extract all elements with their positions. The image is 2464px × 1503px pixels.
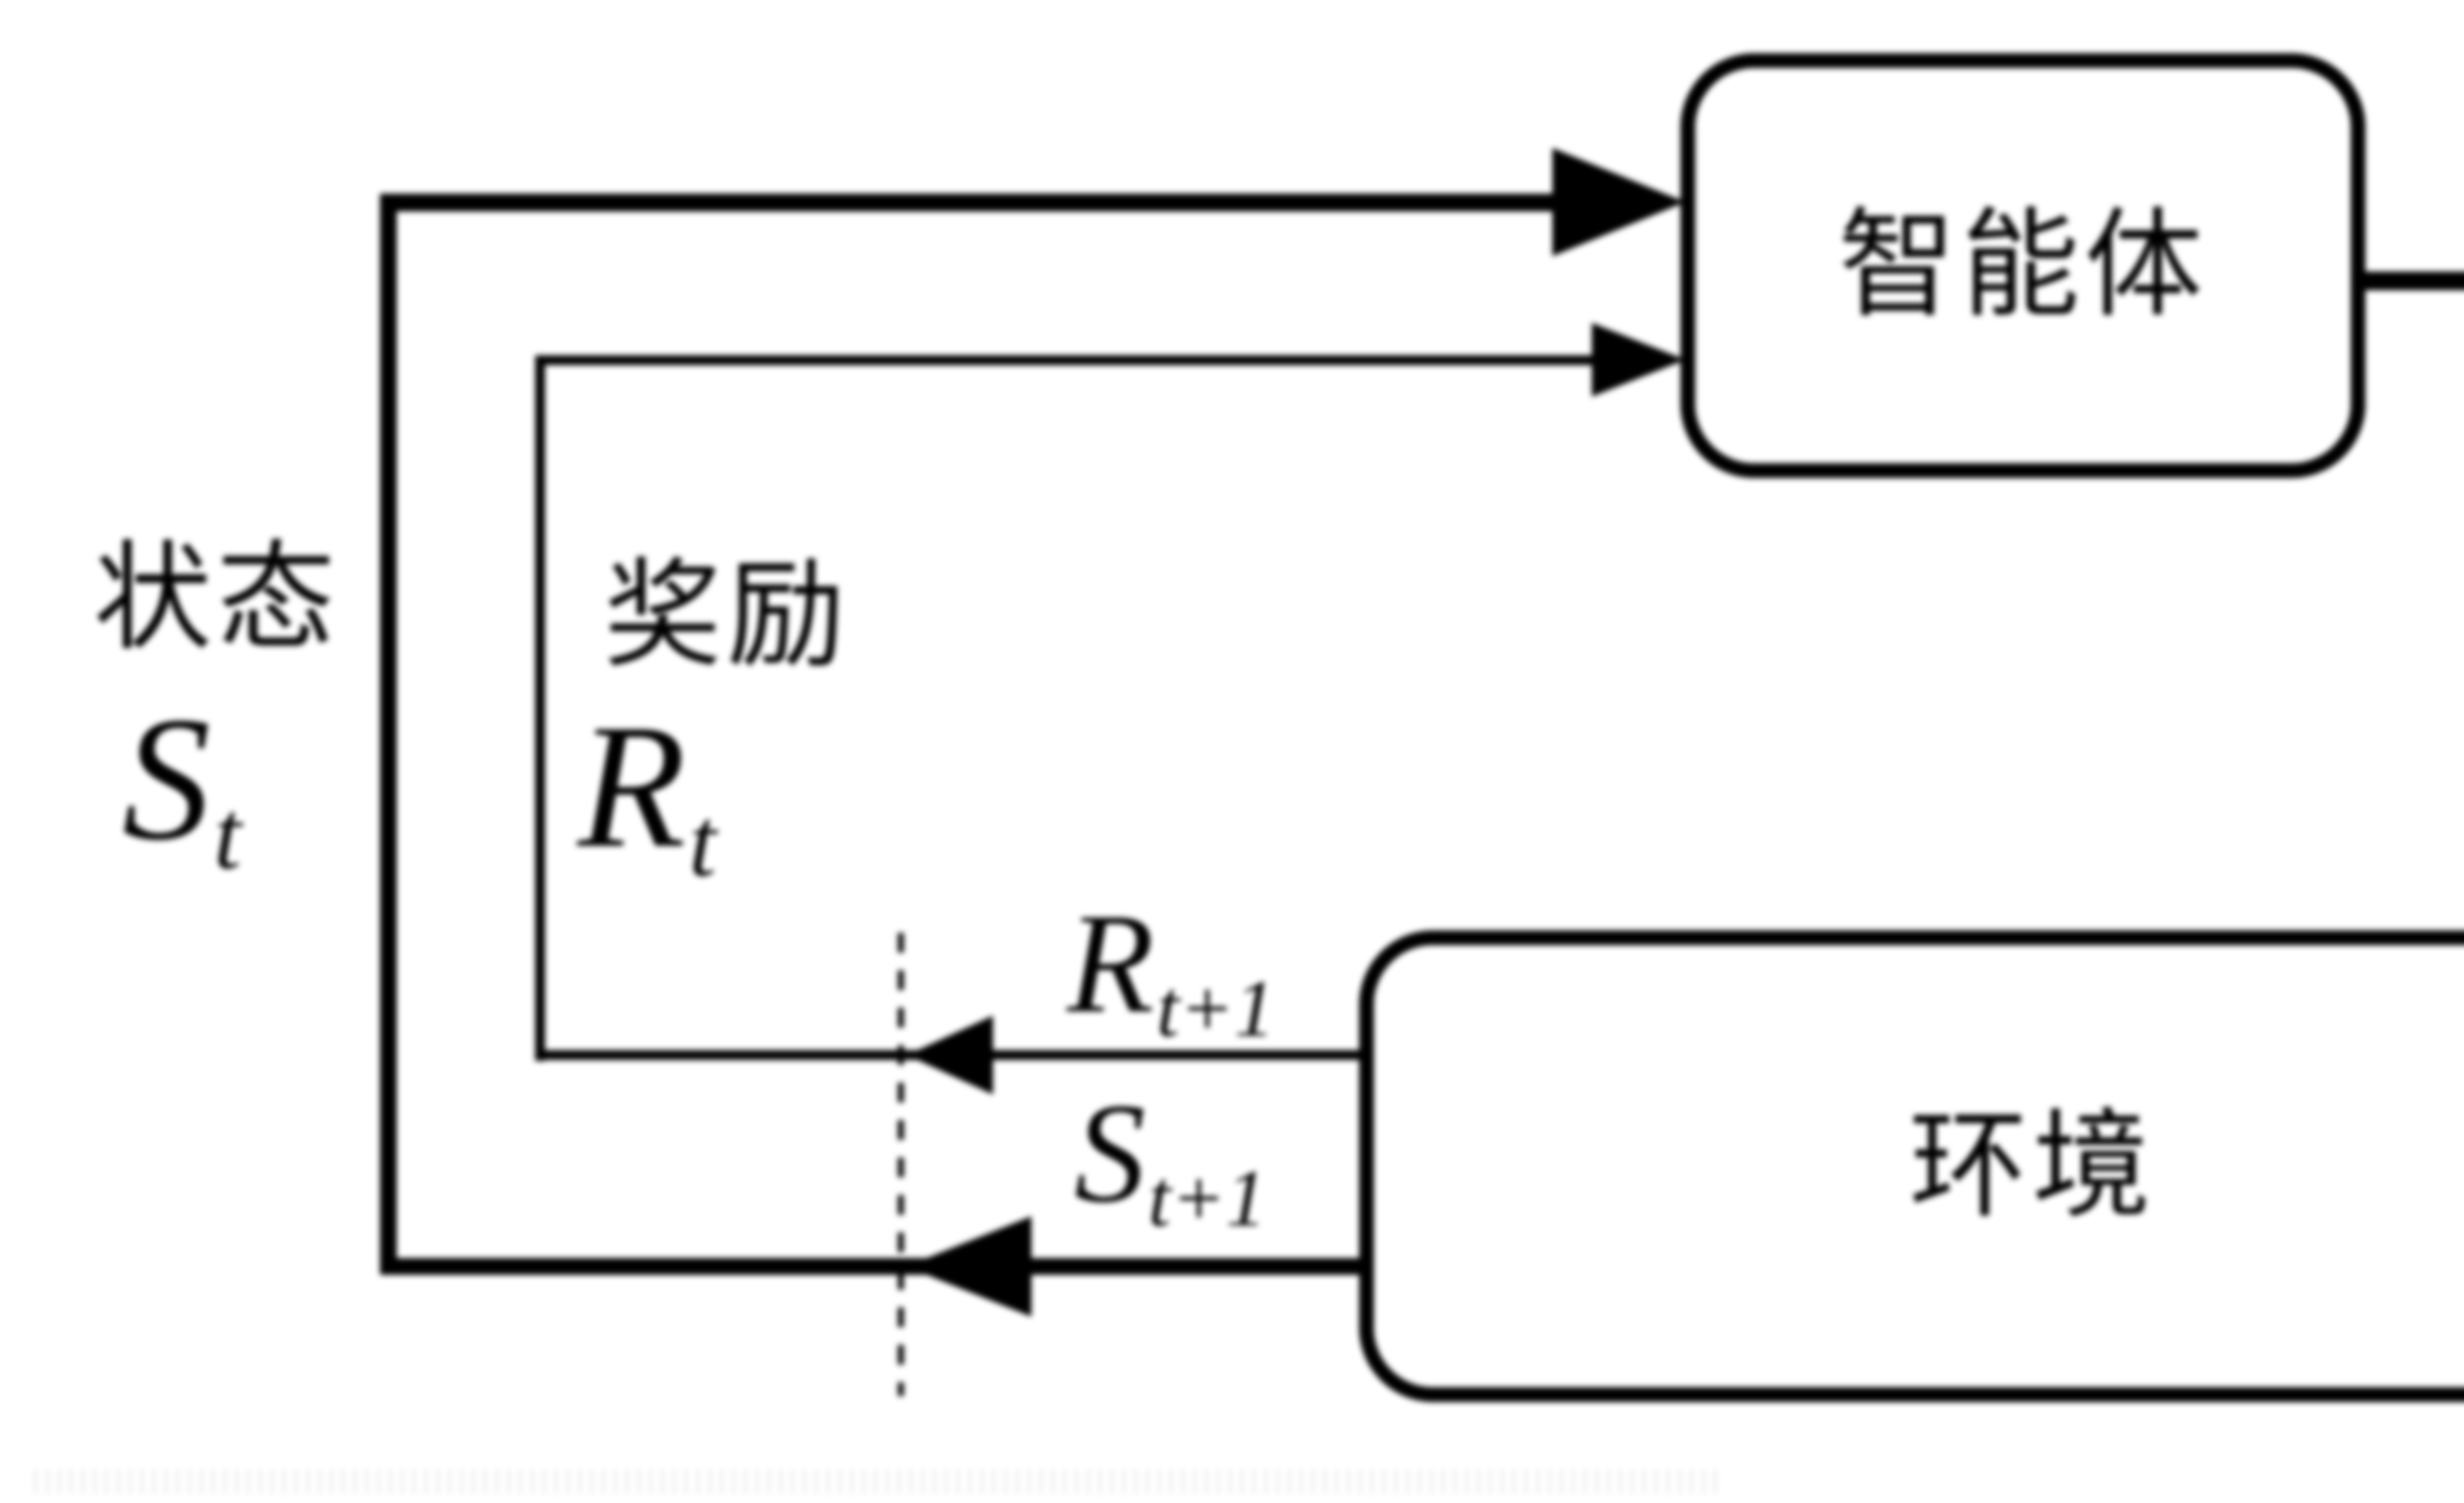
time-step-boundary-dashed-line	[898, 933, 904, 1396]
reward-into-agent-arrowhead-icon	[1592, 323, 1685, 397]
state-symbol-subscript: t	[214, 781, 241, 889]
cropped-caption-remnant	[34, 1469, 1720, 1494]
state-symbol: St	[122, 690, 241, 885]
reward-caption: 奖励	[604, 550, 851, 682]
next-reward-crossing-arrowhead-icon	[907, 1016, 993, 1094]
reward-loop-vertical-line	[535, 355, 545, 1061]
reward-loop-top-line	[535, 355, 1595, 365]
state-symbol-base: S	[122, 680, 211, 877]
state-loop-bottom-line	[380, 1258, 1370, 1275]
state-loop-top-line	[380, 194, 1560, 211]
reward-symbol-subscript: t	[688, 788, 717, 897]
state-into-agent-arrowhead-icon	[1552, 148, 1685, 256]
reward-symbol: Rt	[578, 697, 716, 892]
environment-box-label: 环境	[1909, 1100, 2156, 1232]
agent-box-label: 智能体	[1838, 200, 2208, 331]
agent-box: 智能体	[1680, 53, 2365, 478]
next-state-symbol: St+1	[1074, 1082, 1266, 1239]
reward-symbol-base: R	[578, 687, 686, 884]
state-caption: 状态	[94, 533, 341, 664]
action-top-line	[2365, 272, 2464, 290]
state-loop-vertical-line	[380, 194, 397, 1275]
next-reward-symbol-base: R	[1067, 884, 1155, 1042]
next-reward-symbol: Rt+1	[1067, 892, 1275, 1049]
next-state-symbol-subscript: t+1	[1148, 1153, 1266, 1243]
next-state-crossing-arrowhead-icon	[906, 1216, 1031, 1317]
next-reward-symbol-subscript: t+1	[1157, 963, 1275, 1054]
environment-box: 环境	[1359, 930, 2464, 1402]
next-state-symbol-base: S	[1074, 1074, 1146, 1232]
